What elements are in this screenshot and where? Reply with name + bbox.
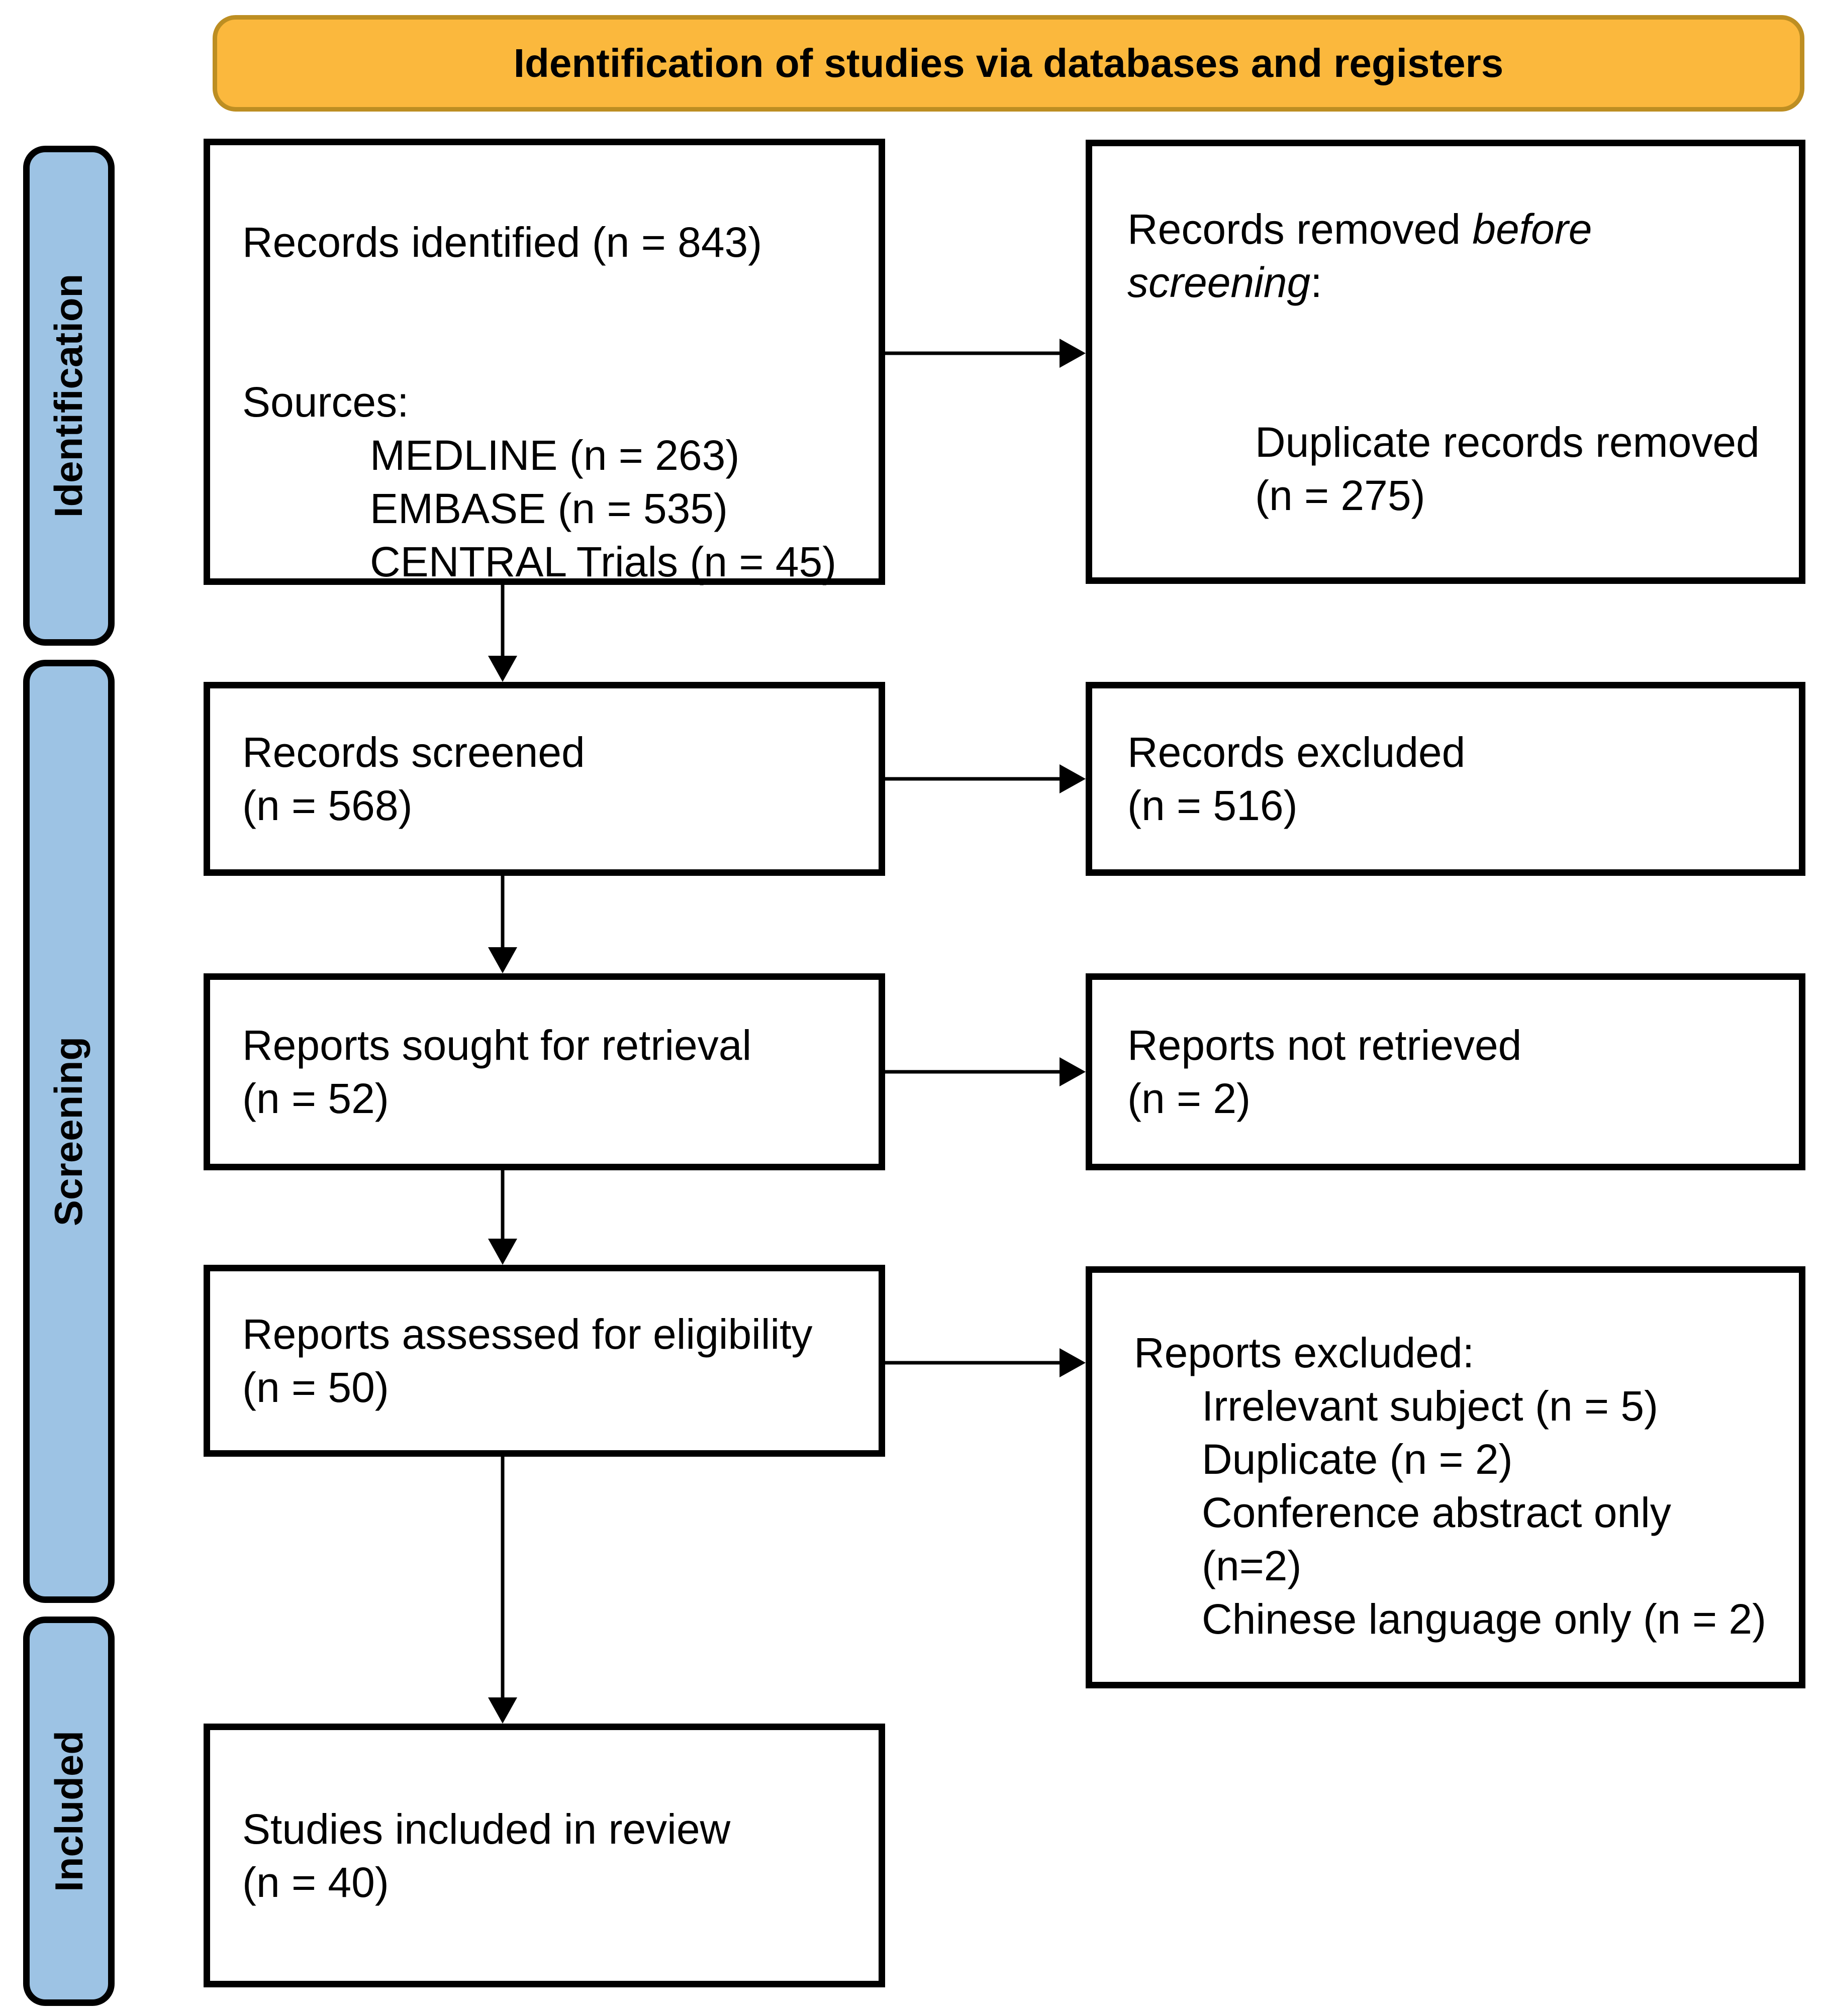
reports-assessed-line: Reports assessed for eligibility bbox=[242, 1311, 813, 1358]
stage-label-included: Included bbox=[23, 1617, 115, 2006]
arrow-sought-to-not-retrieved bbox=[885, 1057, 1086, 1086]
stage-label-identification: Identification bbox=[23, 146, 115, 646]
records-removed-line: Records removed before screening: bbox=[1127, 203, 1771, 309]
excluded-reason-irrelevant: Irrelevant subject (n = 5) bbox=[1202, 1382, 1659, 1430]
records-excluded-count: (n = 516) bbox=[1127, 782, 1298, 829]
arrow-sought-to-assessed bbox=[488, 1170, 517, 1265]
box-reports-sought: Reports sought for retrieval (n = 52) bbox=[204, 973, 885, 1170]
box-reports-excluded: Reports excluded: Irrelevant subject (n … bbox=[1086, 1266, 1805, 1688]
box-reports-not-retrieved: Reports not retrieved (n = 2) bbox=[1086, 973, 1805, 1170]
arrow-right-icon bbox=[1060, 764, 1086, 793]
source-embase: EMBASE (n = 535) bbox=[370, 485, 728, 532]
stage-label-included-text: Included bbox=[46, 1731, 91, 1892]
arrow-shaft bbox=[501, 1457, 505, 1701]
banner-title: Identification of studies via databases … bbox=[513, 41, 1504, 85]
banner-identification-via-databases: Identification of studies via databases … bbox=[213, 15, 1804, 112]
reports-assessed-count: (n = 50) bbox=[242, 1364, 389, 1411]
studies-included-count: (n = 40) bbox=[242, 1858, 389, 1906]
stage-label-identification-text: Identification bbox=[46, 273, 91, 518]
box-records-excluded: Records excluded (n = 516) bbox=[1086, 682, 1805, 876]
box-reports-assessed: Reports assessed for eligibility (n = 50… bbox=[204, 1265, 885, 1457]
excluded-reason-chinese: Chinese language only (n = 2) bbox=[1202, 1595, 1767, 1643]
arrow-identified-to-screened bbox=[488, 585, 517, 682]
excluded-reason-duplicate: Duplicate (n = 2) bbox=[1202, 1436, 1513, 1483]
duplicates-removed-line: Duplicate records removed bbox=[1255, 419, 1760, 466]
records-excluded-line: Records excluded bbox=[1127, 729, 1466, 776]
reports-excluded-title: Reports excluded: bbox=[1134, 1329, 1475, 1376]
arrow-screened-to-sought bbox=[488, 876, 517, 973]
arrow-shaft bbox=[885, 351, 1064, 355]
studies-included-line: Studies included in review bbox=[242, 1805, 731, 1853]
source-central: CENTRAL Trials (n = 45) bbox=[370, 538, 837, 585]
arrow-down-icon bbox=[488, 1239, 517, 1265]
excluded-reason-conference: Conference abstract only (n=2) bbox=[1202, 1489, 1671, 1589]
arrow-screened-to-excluded bbox=[885, 764, 1086, 793]
arrow-down-icon bbox=[488, 947, 517, 973]
arrow-shaft bbox=[501, 1170, 505, 1242]
records-removed-italic: before screening bbox=[1127, 206, 1592, 306]
arrow-assessed-to-reports-excluded bbox=[885, 1348, 1086, 1377]
records-removed-prefix: Records removed bbox=[1127, 206, 1473, 253]
reports-not-retrieved-count: (n = 2) bbox=[1127, 1075, 1251, 1122]
box-records-identified: Records identified (n = 843) Sources: ME… bbox=[204, 139, 885, 585]
box-records-removed: Records removed before screening: Duplic… bbox=[1086, 140, 1805, 584]
records-screened-count: (n = 568) bbox=[242, 782, 413, 829]
arrow-shaft bbox=[885, 1361, 1064, 1365]
records-removed-colon: : bbox=[1310, 259, 1322, 306]
stage-label-screening-text: Screening bbox=[46, 1036, 91, 1227]
arrow-shaft bbox=[885, 777, 1064, 781]
arrow-down-icon bbox=[488, 1697, 517, 1724]
arrow-right-icon bbox=[1060, 1348, 1086, 1377]
reports-sought-count: (n = 52) bbox=[242, 1075, 389, 1122]
source-medline: MEDLINE (n = 263) bbox=[370, 432, 740, 479]
records-screened-line: Records screened bbox=[242, 729, 585, 776]
reports-sought-line: Reports sought for retrieval bbox=[242, 1022, 752, 1069]
arrow-shaft bbox=[501, 876, 505, 951]
sources-label: Sources: bbox=[242, 378, 409, 426]
box-records-screened: Records screened (n = 568) bbox=[204, 682, 885, 876]
reports-not-retrieved-line: Reports not retrieved bbox=[1127, 1022, 1522, 1069]
box-studies-included: Studies included in review (n = 40) bbox=[204, 1724, 885, 1987]
arrow-right-icon bbox=[1060, 339, 1086, 368]
arrow-identified-to-removed bbox=[885, 339, 1086, 368]
arrow-shaft bbox=[885, 1070, 1064, 1074]
spacer bbox=[1127, 309, 1771, 416]
duplicates-removed-count: (n = 275) bbox=[1255, 472, 1425, 519]
arrow-assessed-to-included bbox=[488, 1457, 517, 1724]
arrow-down-icon bbox=[488, 656, 517, 682]
spacer bbox=[242, 269, 858, 375]
stage-label-screening: Screening bbox=[23, 660, 115, 1603]
arrow-right-icon bbox=[1060, 1057, 1086, 1086]
records-identified-line: Records identified (n = 843) bbox=[242, 219, 762, 266]
arrow-shaft bbox=[501, 585, 505, 659]
